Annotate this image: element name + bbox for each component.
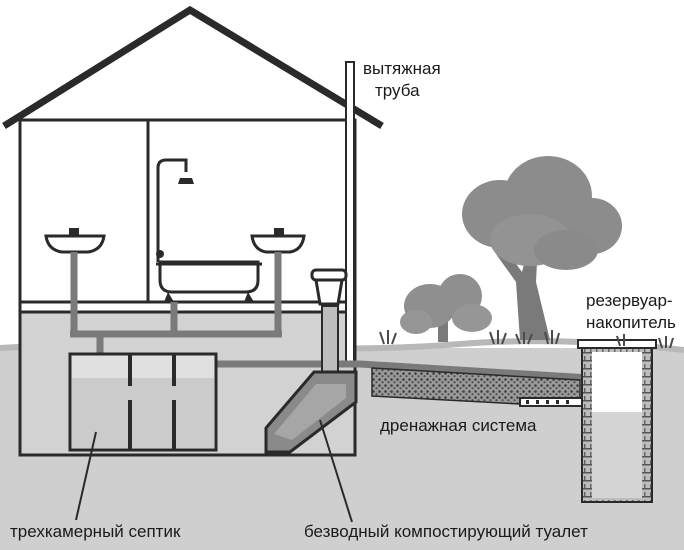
composting-chamber-inner	[274, 384, 346, 440]
septic-liquid	[72, 378, 214, 448]
label-reservoir-line-1: резервуар-	[586, 291, 673, 310]
vent-pipe	[345, 61, 355, 363]
label-reservoir-line-2: накопитель	[586, 313, 676, 332]
shower-head	[178, 178, 194, 184]
label-septic: трехкамерный септик	[10, 522, 181, 541]
drainage-pipe-holes	[526, 400, 569, 404]
shower-pipe	[156, 158, 188, 262]
label-drainage: дренажная система	[380, 416, 537, 435]
roof-inner	[15, 14, 371, 125]
reservoir-water	[592, 412, 642, 498]
faucet	[156, 250, 164, 258]
reservoir-lid	[577, 339, 657, 349]
tree-small	[400, 274, 492, 342]
label-reservoir: резервуар- накопитель	[586, 290, 676, 334]
label-vent-pipe: вытяжная труба	[363, 58, 441, 102]
label-vent-pipe-line-1: вытяжная	[363, 59, 441, 78]
sink-left	[44, 234, 106, 254]
sink-right	[250, 234, 306, 254]
grass-tufts	[379, 330, 674, 349]
sink-right-tap	[274, 228, 284, 236]
tree-large	[462, 156, 622, 340]
bathtub-leg-left	[164, 292, 174, 302]
label-vent-pipe-line-2: труба	[375, 81, 420, 100]
callout-lines	[75, 419, 353, 523]
bathtub-leg-right	[244, 292, 254, 302]
septic-chamber-walls	[128, 354, 176, 450]
toilet-base	[314, 278, 344, 306]
label-toilet: безводный компостирующий туалет	[304, 522, 588, 541]
house-roof	[2, 5, 384, 129]
sink-left-tap	[69, 228, 79, 236]
toilet-down-pipe	[321, 305, 339, 375]
bathtub	[158, 260, 260, 294]
